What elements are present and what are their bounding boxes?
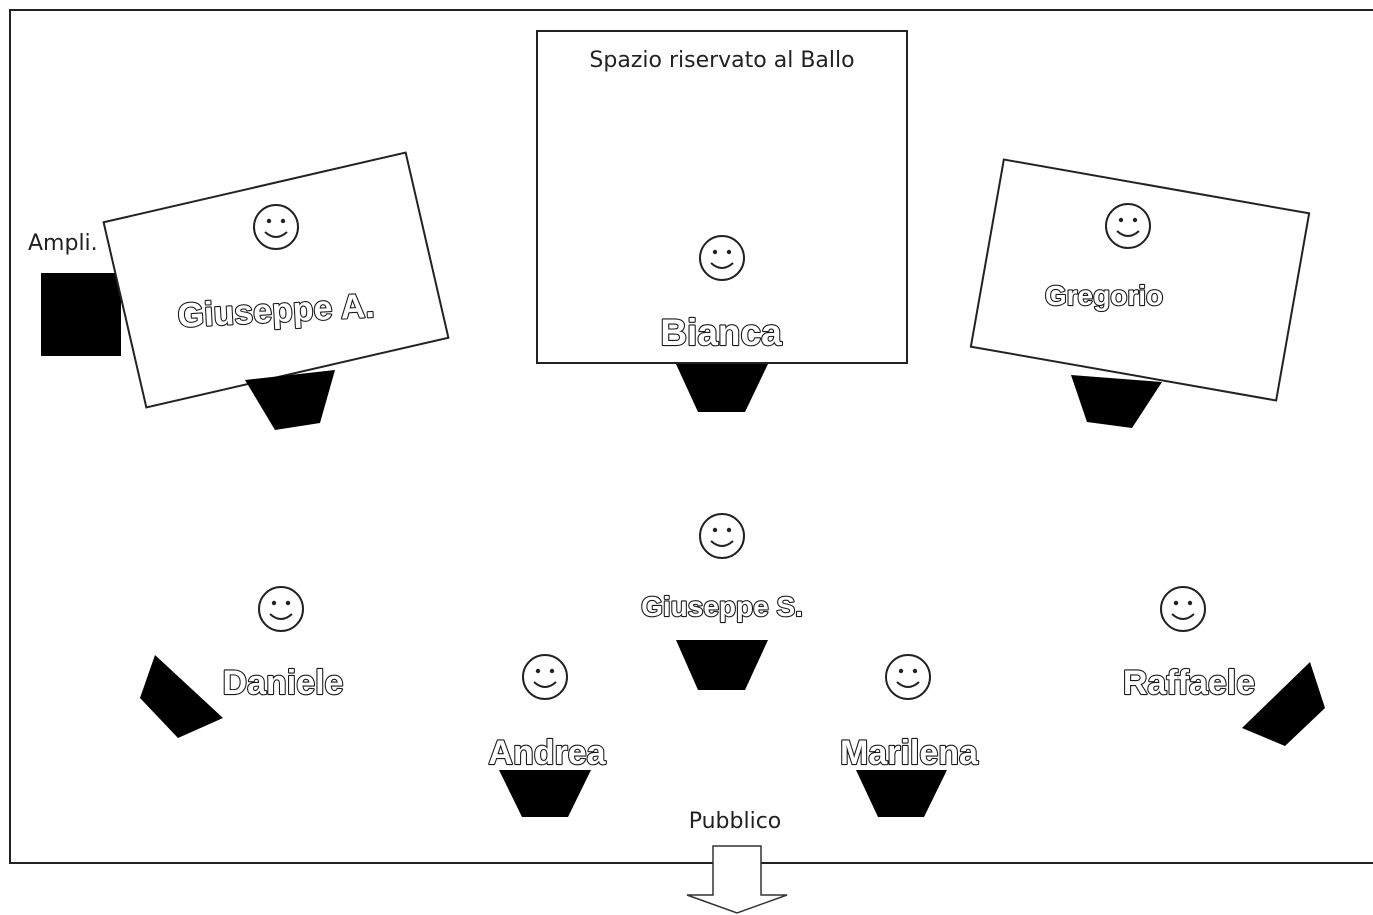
table-giuseppe-a xyxy=(102,151,450,409)
smiley-face-icon xyxy=(253,204,299,250)
down-arrow-icon xyxy=(686,845,788,914)
musician-name-andrea: Andrea xyxy=(488,734,606,772)
smiley-face-icon xyxy=(699,235,745,281)
stage-monitor-icon xyxy=(676,364,768,412)
musician-name-daniele: Daniele xyxy=(223,664,344,702)
stage-monitor-icon xyxy=(856,770,947,817)
musician-name-gregorio: Gregorio xyxy=(1045,280,1163,311)
audience-label: Pubblico xyxy=(689,809,782,834)
musician-name-bianca: Bianca xyxy=(660,312,782,353)
stage-monitor-icon xyxy=(140,655,223,738)
smiley-face-icon xyxy=(1160,586,1206,632)
dance-area-label: Spazio riservato al Ballo xyxy=(589,48,854,73)
stage-monitor-icon xyxy=(1071,375,1162,428)
smiley-face-icon xyxy=(522,654,568,700)
amplifier-label: Ampli. xyxy=(28,231,98,256)
table-gregorio xyxy=(969,158,1311,402)
stage-monitor-icon xyxy=(676,640,768,690)
amplifier-box-icon xyxy=(41,273,121,356)
smiley-face-icon xyxy=(258,586,304,632)
stage-monitor-icon xyxy=(1242,662,1325,746)
stage-border xyxy=(9,9,1373,864)
smiley-face-icon xyxy=(699,513,745,559)
smiley-face-icon xyxy=(1105,203,1151,249)
stage-monitor-icon xyxy=(499,770,591,817)
musician-name-raffaele: Raffaele xyxy=(1123,664,1255,702)
musician-name-giuseppe-s: Giuseppe S. xyxy=(641,591,803,622)
dance-area-box xyxy=(536,30,908,364)
musician-name-marilena: Marilena xyxy=(840,734,979,772)
smiley-face-icon xyxy=(885,654,931,700)
stage-monitor-icon xyxy=(245,370,335,430)
